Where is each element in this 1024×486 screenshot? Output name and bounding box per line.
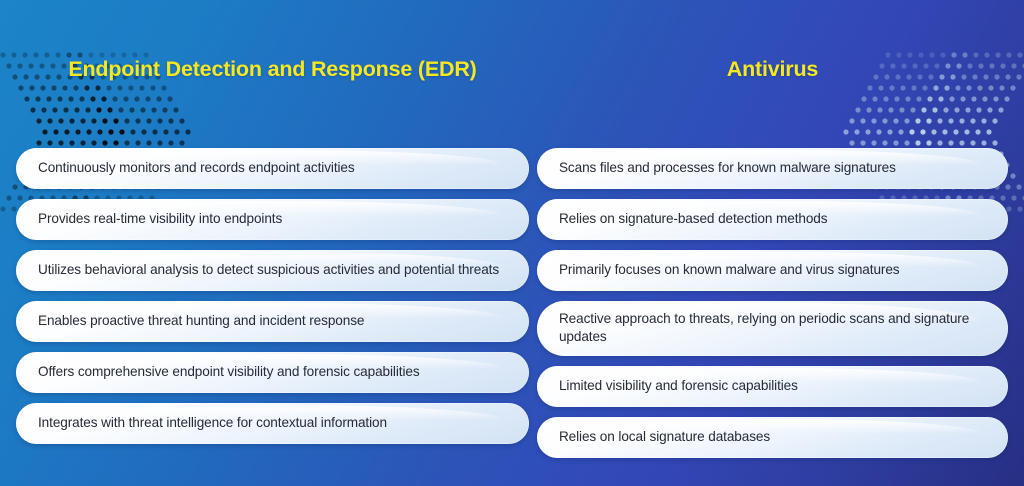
column-heading-edr: Endpoint Detection and Response (EDR) [68, 57, 477, 82]
column-heading-antivirus: Antivirus [726, 57, 819, 82]
list-item-label: Primarily focuses on known malware and v… [558, 261, 900, 277]
list-item: Enables proactive threat hunting and inc… [16, 301, 529, 342]
list-item: Utilizes behavioral analysis to detect s… [16, 250, 529, 291]
list-item-label: Relies on local signature databases [558, 429, 771, 445]
list-item: Reactive approach to threats, relying on… [536, 301, 1008, 357]
list-item-label: Integrates with threat intelligence for … [38, 414, 387, 430]
feature-list-edr: Continuously monitors and records endpoi… [16, 148, 529, 444]
list-item-label: Limited visibility and forensic capabili… [558, 378, 798, 394]
list-item-label: Enables proactive threat hunting and inc… [38, 312, 365, 328]
list-item: Primarily focuses on known malware and v… [536, 250, 1008, 291]
list-item-label: Provides real-time visibility into endpo… [38, 210, 283, 226]
list-item-label: Relies on signature-based detection meth… [558, 210, 828, 226]
list-item-label: Continuously monitors and records endpoi… [38, 159, 355, 175]
list-item: Integrates with threat intelligence for … [16, 403, 529, 444]
list-item: Provides real-time visibility into endpo… [16, 199, 529, 240]
list-item: Limited visibility and forensic capabili… [536, 366, 1008, 408]
list-item: Relies on local signature databases [536, 417, 1008, 459]
list-item-label: Utilizes behavioral analysis to detect s… [38, 261, 500, 277]
list-item-label: Scans files and processes for known malw… [558, 159, 896, 175]
list-item: Scans files and processes for known malw… [536, 148, 1008, 189]
feature-list-antivirus: Scans files and processes for known malw… [536, 148, 1008, 459]
list-item: Relies on signature-based detection meth… [536, 199, 1008, 240]
column-antivirus: Antivirus Scans files and processes for … [536, 0, 1008, 486]
list-item: Continuously monitors and records endpoi… [16, 148, 529, 189]
list-item: Offers comprehensive endpoint visibility… [16, 352, 529, 393]
column-edr: Endpoint Detection and Response (EDR) Co… [16, 0, 529, 486]
list-item-label: Reactive approach to threats, relying on… [558, 311, 970, 345]
list-item-label: Offers comprehensive endpoint visibility… [38, 363, 420, 379]
